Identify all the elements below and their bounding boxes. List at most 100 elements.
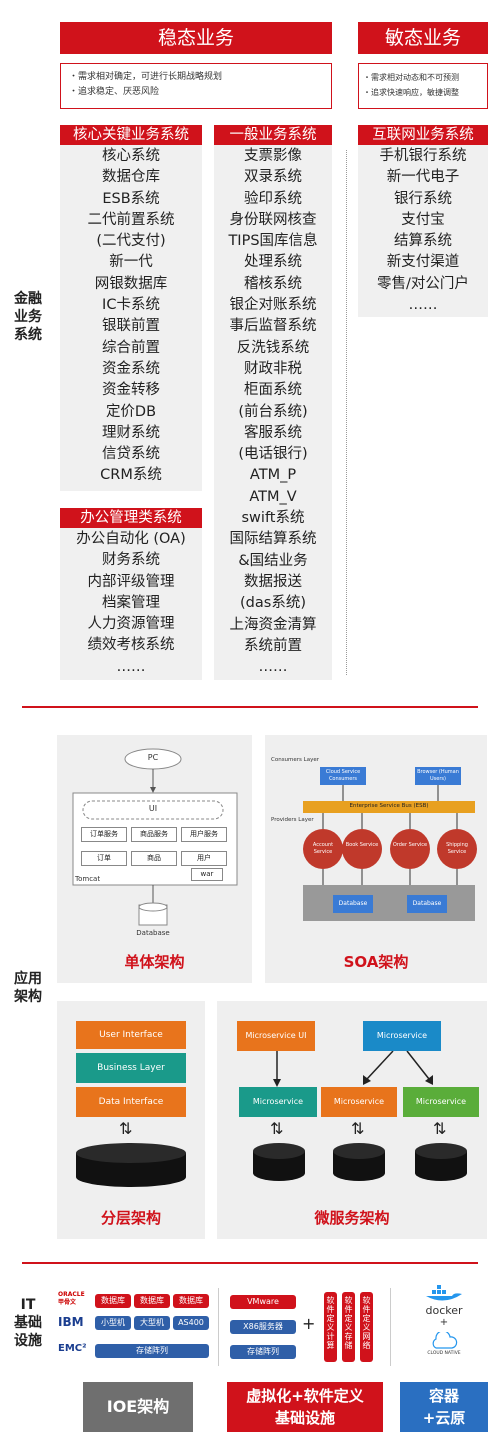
dotted-separator bbox=[346, 150, 347, 675]
list-item: 档案管理 bbox=[102, 594, 160, 611]
consumers-layer-label: Consumers Layer bbox=[271, 757, 319, 763]
list-item: CRM系统 bbox=[100, 467, 162, 484]
ioe-label: IOE架构 bbox=[83, 1382, 193, 1432]
updown-arrow-icon: ⇅ bbox=[119, 1119, 133, 1138]
list-item: 银企对账系统 bbox=[229, 297, 317, 314]
core-systems-header: 核心关键业务系统 bbox=[60, 125, 202, 145]
it-separator bbox=[390, 1288, 391, 1366]
pc-label: PC bbox=[147, 753, 159, 762]
docker-label: docker bbox=[425, 1304, 463, 1317]
oracle-logo: ORACLE 甲骨文 bbox=[58, 1291, 85, 1306]
it-infrastructure-label: IT 基础 设施 bbox=[14, 1297, 42, 1349]
database-cylinders-icon bbox=[253, 1143, 467, 1181]
microservice-panel: Microservice UI Microservice Microservic… bbox=[217, 1001, 487, 1239]
list-item: 结算系统 bbox=[394, 233, 452, 250]
list-item: 柜面系统 bbox=[244, 382, 302, 399]
list-item: 办公自动化 (OA) bbox=[76, 531, 186, 547]
ioe-storage-array: 存储阵列 bbox=[95, 1344, 209, 1358]
list-item: 二代前置系统 bbox=[87, 211, 175, 228]
updown-arrow-icon: ⇅ bbox=[433, 1119, 447, 1138]
list-item: 网银数据库 bbox=[94, 275, 168, 292]
microservice-box-2: Microservice bbox=[321, 1087, 397, 1117]
list-item: 新支付渠道 bbox=[386, 254, 460, 271]
updown-arrow-icon: ⇅ bbox=[270, 1119, 284, 1138]
section-divider bbox=[22, 1262, 478, 1264]
list-item: 财政非税 bbox=[244, 360, 302, 377]
list-item: 零售/对公门户 bbox=[377, 275, 469, 292]
ioe-minicomputer: 小型机 bbox=[95, 1316, 131, 1330]
layered-panel: User Interface Business Layer Data Inter… bbox=[57, 1001, 205, 1239]
sensitive-note-2: ・追求快速响应，敏捷调整 bbox=[363, 88, 459, 97]
list-item: 数据报送 bbox=[244, 573, 302, 590]
list-item: 支票影像 bbox=[244, 148, 302, 164]
cloud-icon bbox=[432, 1332, 458, 1349]
list-item: 国际结算系统 bbox=[229, 531, 317, 548]
list-item: ATM_V bbox=[249, 488, 297, 505]
office-systems-list: 办公自动化 (OA) 财务系统 内部评级管理 档案管理 人力资源管理 绩效考核系… bbox=[60, 528, 202, 680]
ui-label: UI bbox=[148, 804, 158, 813]
providers-layer-label: Providers Layer bbox=[271, 817, 314, 823]
virt-storage-box: 存储阵列 bbox=[230, 1345, 296, 1359]
database-label: Database bbox=[136, 929, 170, 937]
list-item: 定价DB bbox=[105, 403, 157, 420]
list-item: 财务系统 bbox=[102, 552, 160, 569]
list-item: …… bbox=[258, 659, 288, 676]
user-model-box: 用户 bbox=[181, 851, 227, 866]
war-box: war bbox=[191, 868, 223, 881]
core-systems-list: 核心系统 数据仓库 ESB系统 二代前置系统 (二代支付) 新一代 网银数据库 … bbox=[60, 145, 202, 491]
list-item: 数据仓库 bbox=[102, 169, 160, 186]
browser-box: Browser (Human Users) bbox=[417, 769, 459, 782]
list-item: 资金转移 bbox=[102, 382, 160, 399]
esb-bar: Enterprise Service Bus (ESB) bbox=[349, 803, 429, 809]
list-item: 人力资源管理 bbox=[87, 616, 175, 633]
list-item: …… bbox=[116, 658, 146, 675]
layered-label: 分层架构 bbox=[100, 1209, 161, 1227]
list-item: 银联前置 bbox=[102, 318, 160, 335]
x86-server-box: X86服务器 bbox=[230, 1320, 296, 1334]
it-separator bbox=[218, 1288, 219, 1366]
general-systems-header: 一般业务系统 bbox=[214, 125, 332, 145]
list-item: TIPS国库信息 bbox=[228, 233, 318, 250]
monolith-panel: PC UI 订单服务 商品服务 用户服务 订单 商品 用户 war Tomcat… bbox=[57, 735, 252, 983]
emc-logo: EMC² bbox=[58, 1343, 87, 1354]
ibm-logo: IBM bbox=[58, 1315, 84, 1329]
product-service-box: 商品服务 bbox=[131, 827, 177, 842]
sd-network-box: 软件定义网络 bbox=[360, 1292, 373, 1362]
section-divider bbox=[22, 706, 478, 708]
list-item: 上海资金清算 bbox=[229, 616, 317, 633]
tomcat-label: Tomcat bbox=[75, 875, 101, 883]
microservice-ui-box: Microservice UI bbox=[237, 1021, 315, 1051]
order-service-box: 订单服务 bbox=[81, 827, 127, 842]
list-item: 绩效考核系统 bbox=[87, 637, 175, 654]
plus-sign: + bbox=[302, 1314, 316, 1333]
list-item: 反洗钱系统 bbox=[236, 339, 310, 356]
microservice-label: 微服务架构 bbox=[314, 1209, 390, 1227]
financial-systems-label: 金融 业务 系统 bbox=[14, 291, 42, 343]
soa-label: SOA架构 bbox=[343, 953, 409, 971]
list-item: 信贷系统 bbox=[102, 446, 160, 463]
list-item: 稽核系统 bbox=[244, 275, 302, 292]
list-item: (电话银行) bbox=[238, 446, 308, 463]
business-layer: Business Layer bbox=[76, 1053, 186, 1083]
microservice-box-1: Microservice bbox=[239, 1087, 317, 1117]
stable-note-1: ・需求相对确定，可进行长期战略规划 bbox=[69, 72, 223, 82]
list-item: ESB系统 bbox=[102, 190, 160, 207]
microservice-diagram bbox=[273, 1050, 433, 1087]
order-service: Order Service bbox=[392, 842, 428, 848]
user-service-box: 用户服务 bbox=[181, 827, 227, 842]
list-item: 客服系统 bbox=[244, 424, 302, 441]
docker-whale-icon bbox=[426, 1285, 462, 1301]
list-item: …… bbox=[408, 297, 438, 314]
data-interface-layer: Data Interface bbox=[76, 1087, 186, 1117]
stable-notes: ・需求相对确定，可进行长期战略规划 ・追求稳定、厌恶风险 bbox=[60, 63, 332, 109]
user-interface-layer: User Interface bbox=[76, 1021, 186, 1049]
cloud-consumers-box: Cloud Service Consumers bbox=[325, 769, 361, 782]
list-item: 新一代电子 bbox=[386, 169, 460, 186]
internet-systems-header: 互联网业务系统 bbox=[358, 125, 488, 145]
sd-storage-box: 软件定义存储 bbox=[342, 1292, 355, 1362]
application-architecture-label: 应用 架构 bbox=[14, 971, 42, 1005]
list-item: 支付宝 bbox=[401, 211, 445, 228]
database-cylinder-icon bbox=[76, 1143, 186, 1187]
list-item: 内部评级管理 bbox=[87, 573, 175, 590]
list-item: (前台系统) bbox=[238, 403, 308, 420]
